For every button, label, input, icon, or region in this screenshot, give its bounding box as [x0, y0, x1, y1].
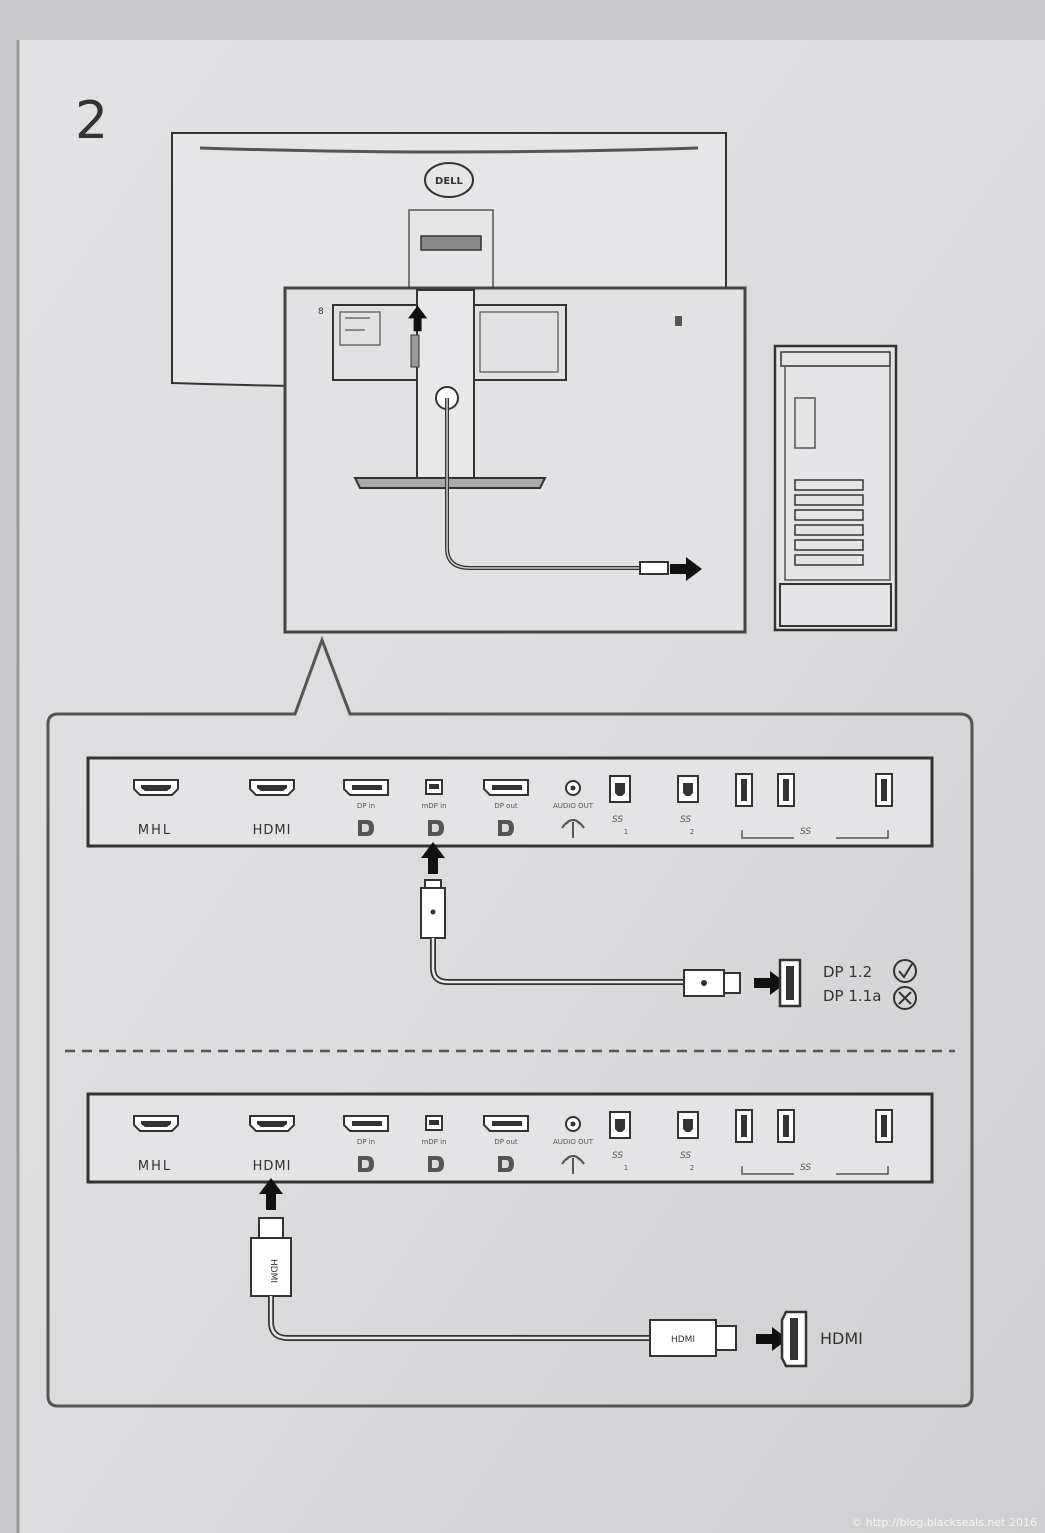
usb-ss-mark: SS — [680, 815, 691, 825]
port-label-hdmi: HDMI — [253, 1159, 292, 1174]
watermark: © http://blog.blackseals.net 2016 — [851, 1516, 1037, 1529]
port-label-mhl: MHL — [138, 1159, 172, 1174]
usb-ss-mark: SS — [800, 1163, 811, 1173]
port-label-audio-out: AUDIO OUT — [553, 1138, 594, 1146]
cross-icon — [893, 986, 917, 1010]
hdmi-cable-label: HDMI — [268, 1259, 278, 1283]
usb-ss-mark: SS — [612, 1151, 623, 1161]
connection-callout — [46, 635, 974, 1408]
port-label-dp-out: DP out — [494, 1138, 518, 1146]
usb-ss-mark: SS — [612, 815, 623, 825]
pc-tower-illustration — [773, 344, 898, 632]
usb-upstream-1-label: 1 — [624, 828, 628, 836]
hdmi-target-label: HDMI — [820, 1329, 863, 1348]
port-label-dp-in: DP in — [357, 1138, 375, 1146]
usb-upstream-2-label: 2 — [690, 828, 694, 836]
zoomed-rear-view: 8 — [283, 286, 747, 634]
check-icon — [893, 959, 917, 983]
io-panel-dp: MHL HDMI DP in mDP in DP out AUDIO OUT S… — [88, 758, 932, 846]
hdmi-plug-label: HDMI — [671, 1335, 695, 1345]
usb-ss-mark: SS — [680, 1151, 691, 1161]
step-number: 2 — [75, 91, 108, 151]
usb-upstream-2-label: 2 — [690, 1164, 694, 1172]
dp-cable — [420, 842, 802, 1008]
port-label-dp-in: DP in — [357, 802, 375, 810]
usb-upstream-1-label: 1 — [624, 1164, 628, 1172]
dp-ok-label: DP 1.2 — [823, 963, 872, 981]
port-label-mhl: MHL — [138, 823, 172, 838]
svg-text:8: 8 — [318, 307, 324, 317]
hdmi-cable: HDMI HDMI — [250, 1178, 808, 1368]
brand-logo: DELL — [435, 176, 464, 187]
port-label-mdp-in: mDP in — [421, 802, 446, 810]
dell-logo-icon — [424, 162, 474, 198]
port-label-dp-out: DP out — [494, 802, 518, 810]
port-label-mdp-in: mDP in — [421, 1138, 446, 1146]
dp-no-label: DP 1.1a — [823, 987, 881, 1005]
port-label-audio-out: AUDIO OUT — [553, 802, 594, 810]
usb-ss-mark: SS — [800, 827, 811, 837]
port-label-hdmi: HDMI — [253, 823, 292, 838]
io-panel-hdmi: MHL HDMI DP in mDP in DP out AUDIO OUT S… — [88, 1094, 932, 1182]
